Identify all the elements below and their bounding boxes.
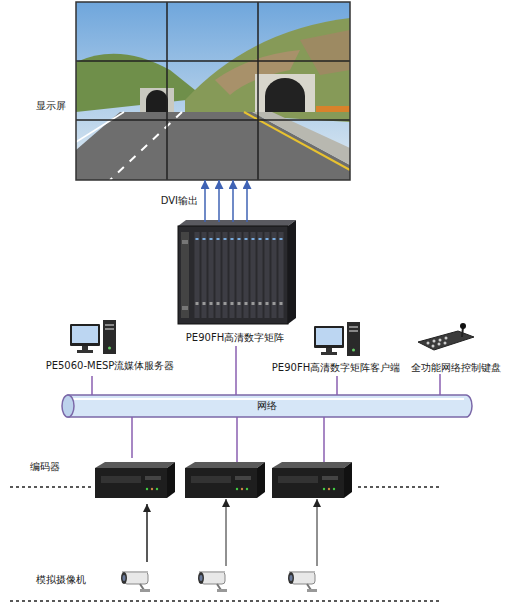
network-wire bbox=[237, 417, 324, 462]
video-wall-picture bbox=[76, 2, 350, 180]
video-wall-picture bbox=[316, 106, 350, 112]
streaming-server: PE5060-MESP流媒体服务器 bbox=[40, 318, 180, 376]
keyboard-icon bbox=[445, 337, 448, 340]
node-label: 编码器 bbox=[30, 461, 60, 473]
encoder: 编码器 bbox=[26, 458, 178, 504]
matrix-chassis bbox=[182, 240, 188, 244]
connector bbox=[235, 346, 237, 395]
video-wall-picture bbox=[300, 30, 350, 75]
video-wall-picture bbox=[265, 78, 305, 112]
node-label: 模拟摄像机 bbox=[36, 574, 86, 586]
video-wall-picture bbox=[76, 2, 350, 180]
continuation-dashes bbox=[10, 600, 440, 602]
connector bbox=[439, 374, 441, 395]
keyboard-icon bbox=[438, 343, 441, 346]
connector bbox=[91, 376, 93, 395]
connector bbox=[146, 504, 148, 562]
connector bbox=[246, 180, 248, 222]
connector bbox=[336, 376, 338, 395]
video-wall-picture bbox=[76, 60, 350, 62]
video-wall-picture bbox=[257, 2, 259, 180]
video-wall-picture bbox=[110, 112, 182, 180]
matrix-chassis bbox=[194, 232, 284, 318]
keyboard-icon bbox=[433, 340, 436, 343]
control-keyboard: 全功能网络控制键盘 bbox=[405, 330, 507, 374]
camera-icon bbox=[288, 571, 317, 592]
node-label: PE5060-MESP流媒体服务器 bbox=[46, 360, 175, 372]
matrix-chassis bbox=[178, 226, 288, 324]
encoder-device bbox=[95, 462, 175, 498]
matrix-chassis bbox=[288, 220, 296, 324]
video-wall-picture bbox=[166, 2, 168, 180]
connector bbox=[232, 180, 234, 222]
video-wall-picture bbox=[140, 88, 174, 112]
video-arrow bbox=[317, 499, 318, 566]
pc-icon bbox=[70, 320, 360, 356]
matrix-chassis bbox=[178, 220, 296, 324]
keyboard-icon bbox=[418, 323, 474, 350]
matrix-chassis bbox=[178, 220, 296, 226]
edge-label: DVI输出 bbox=[160, 195, 199, 207]
connector bbox=[218, 180, 220, 222]
camera-icon bbox=[121, 571, 150, 592]
pc-icon bbox=[70, 320, 116, 354]
continuation-dashes bbox=[10, 487, 440, 601]
node-label: 网络 bbox=[257, 400, 277, 412]
video-wall-picture bbox=[76, 119, 350, 121]
keyboard-icon bbox=[418, 331, 474, 350]
node-label: 全功能网络控制键盘 bbox=[411, 362, 501, 374]
network-wire bbox=[323, 417, 325, 462]
matrix-chassis bbox=[181, 232, 189, 318]
video-arrow bbox=[226, 499, 317, 566]
network-pipe bbox=[62, 395, 74, 417]
camera-icon bbox=[198, 571, 227, 592]
network-bus: 网络 bbox=[62, 395, 472, 417]
network-wire bbox=[236, 417, 238, 462]
camera-icon bbox=[121, 571, 317, 592]
connector bbox=[131, 417, 133, 458]
video-wall-picture bbox=[76, 112, 124, 142]
display-screen: 显示屏 bbox=[76, 2, 350, 180]
encoder-device bbox=[185, 462, 265, 498]
keyboard-icon bbox=[432, 345, 435, 348]
node-label: PE90FH高清数字矩阵 bbox=[186, 332, 284, 344]
continuation-dashes bbox=[358, 486, 440, 488]
video-wall-picture bbox=[76, 2, 350, 180]
video-wall-picture bbox=[76, 112, 350, 180]
connector bbox=[204, 180, 206, 222]
video-arrow bbox=[226, 499, 227, 566]
encoder-device bbox=[95, 462, 352, 498]
pc-icon bbox=[314, 322, 360, 356]
keyboard-icon bbox=[444, 342, 447, 345]
keyboard-icon bbox=[439, 339, 442, 342]
video-wall-picture bbox=[255, 74, 315, 112]
node-label: 显示屏 bbox=[36, 100, 66, 112]
keyboard-icon bbox=[427, 342, 430, 345]
network-pipe bbox=[70, 398, 464, 400]
node-label: PE90FH高清数字矩阵客户端 bbox=[272, 362, 400, 374]
matrix-client: PE90FH高清数字矩阵客户端 bbox=[268, 320, 404, 376]
digital-matrix: PE90FH高清数字矩阵 bbox=[170, 222, 300, 346]
video-wall-picture bbox=[185, 18, 350, 122]
keyboard-icon bbox=[460, 323, 466, 329]
analog-camera: 模拟摄像机 bbox=[34, 562, 154, 596]
network-pipe bbox=[62, 395, 472, 417]
encoder-device bbox=[272, 462, 352, 498]
matrix-chassis bbox=[182, 306, 188, 310]
network-pipe bbox=[68, 395, 472, 417]
video-wall-picture bbox=[146, 90, 168, 112]
continuation-dashes bbox=[10, 486, 92, 488]
